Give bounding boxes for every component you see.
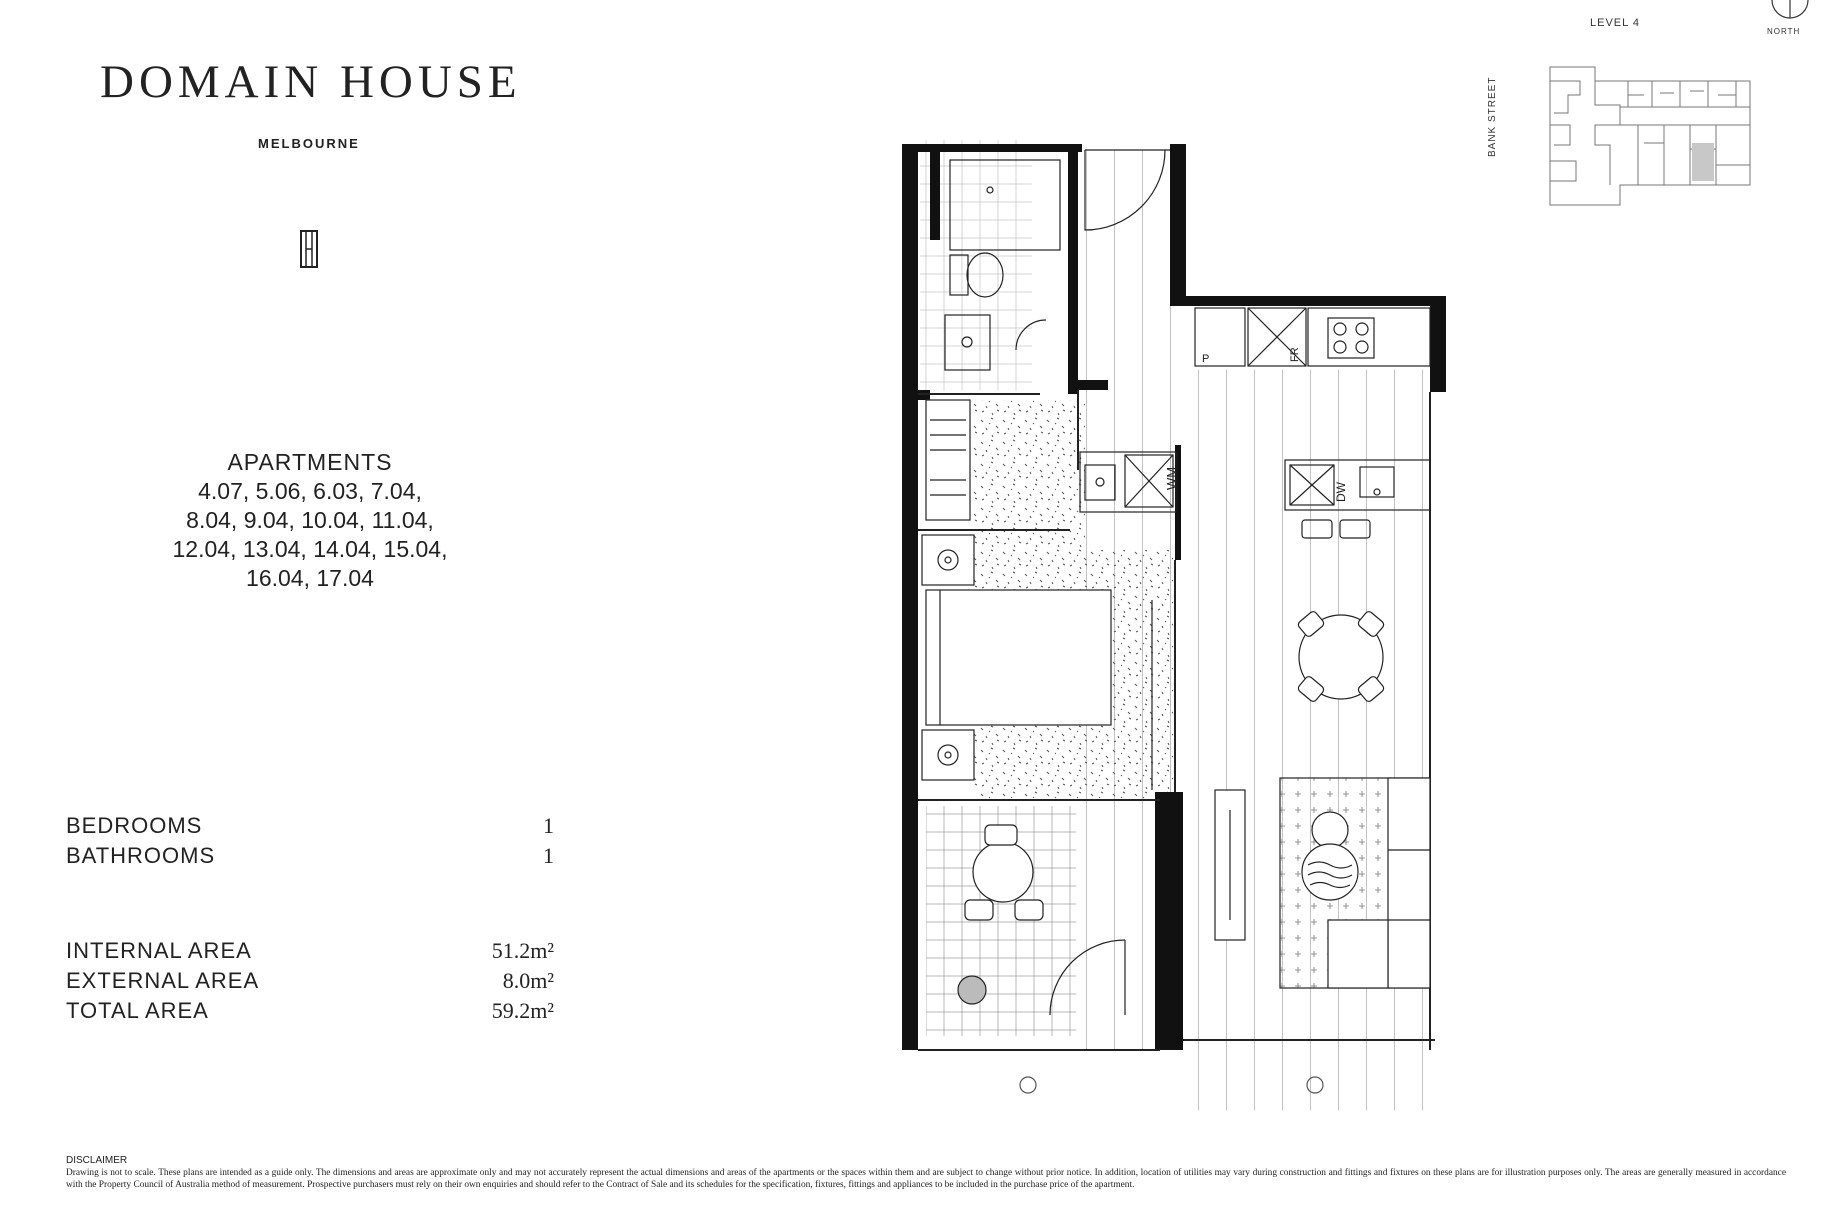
total-area-value: 59.2m² xyxy=(491,998,554,1023)
floor-plan: WM P FR DW xyxy=(902,140,1446,1110)
total-area-row: TOTAL AREA 59.2m² xyxy=(66,998,554,1028)
bathrooms-row: BATHROOMS 1 xyxy=(66,843,554,873)
north-arrow-icon xyxy=(1771,0,1809,19)
dishwasher-label: DW xyxy=(1334,481,1348,502)
bedrooms-value: 1 xyxy=(543,813,554,838)
bathrooms-value: 1 xyxy=(543,843,554,868)
fridge-label: FR xyxy=(1289,347,1301,362)
area-table: INTERNAL AREA 51.2m² EXTERNAL AREA 8.0m²… xyxy=(66,938,554,1028)
keyplan-map xyxy=(1549,66,1751,206)
brand-title: DOMAIN HOUSE xyxy=(100,56,522,108)
external-area-value: 8.0m² xyxy=(502,968,554,993)
pantry-label: P xyxy=(1202,353,1209,365)
external-area-label: EXTERNAL AREA xyxy=(66,968,260,993)
keyplan-highlight xyxy=(1692,143,1714,181)
apartments-line: 8.04, 9.04, 10.04, 11.04, xyxy=(186,507,434,533)
bathrooms-label: BATHROOMS xyxy=(66,843,216,868)
north-label: NORTH xyxy=(1767,27,1801,36)
internal-area-label: INTERNAL AREA xyxy=(66,938,252,963)
room-counts: BEDROOMS 1 BATHROOMS 1 xyxy=(66,813,554,873)
bedrooms-row: BEDROOMS 1 xyxy=(66,813,554,843)
internal-area-row: INTERNAL AREA 51.2m² xyxy=(66,938,554,968)
monogram-logo xyxy=(300,230,318,268)
washer-label: WM xyxy=(1164,467,1179,490)
internal-area-value: 51.2m² xyxy=(491,938,554,963)
apartments-line: 4.07, 5.06, 6.03, 7.04, xyxy=(198,478,422,504)
apartments-heading: APARTMENTS xyxy=(227,449,393,475)
bedrooms-label: BEDROOMS xyxy=(66,813,203,838)
disclaimer-heading: DISCLAIMER xyxy=(66,1155,128,1166)
apartments-block: APARTMENTS 4.07, 5.06, 6.03, 7.04, 8.04,… xyxy=(100,448,520,593)
apartments-line: 16.04, 17.04 xyxy=(246,565,374,591)
disclaimer-text: Drawing is not to scale. These plans are… xyxy=(66,1168,1786,1190)
external-area-row: EXTERNAL AREA 8.0m² xyxy=(66,968,554,998)
brand-city: MELBOURNE xyxy=(258,136,360,151)
level-label: LEVEL 4 xyxy=(1590,17,1641,29)
apartments-line: 12.04, 13.04, 14.04, 15.04, xyxy=(172,536,448,562)
total-area-label: TOTAL AREA xyxy=(66,998,209,1023)
